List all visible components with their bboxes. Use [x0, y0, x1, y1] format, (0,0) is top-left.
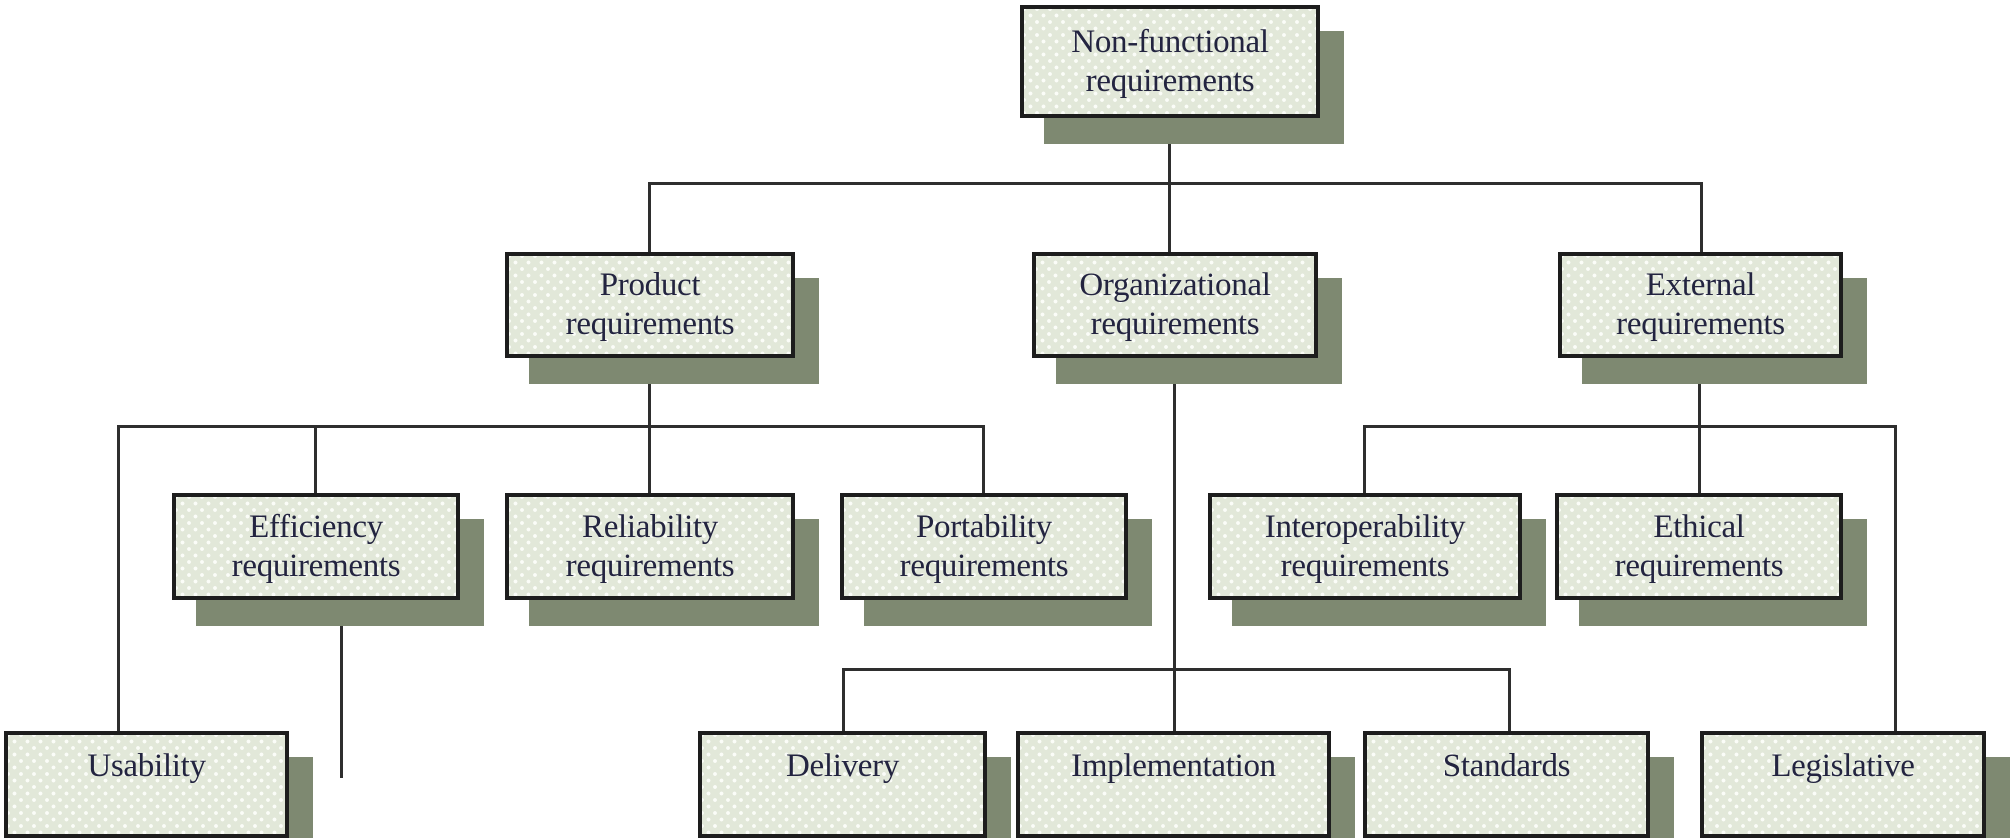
connector-drop-implementation	[1173, 668, 1176, 731]
node-external-requirements: External requirements	[1558, 252, 1843, 358]
node-label: Organizational requirements	[1079, 267, 1271, 342]
node-interoperability-requirements: Interoperability requirements	[1208, 493, 1522, 600]
node-organizational-requirements: Organizational requirements	[1032, 252, 1318, 358]
connector-drop-ethical	[1698, 425, 1701, 493]
connector-drop-organizational	[1168, 182, 1171, 252]
node-product-requirements: Product requirements	[505, 252, 795, 358]
connector-product-bus	[117, 425, 985, 428]
connector-drop-portability	[982, 425, 985, 493]
node-legislative: Legislative	[1700, 731, 1986, 838]
node-ethical-requirements: Ethical requirements	[1555, 493, 1843, 600]
connector-root-stem	[1168, 118, 1171, 182]
connector-drop-legislative	[1894, 425, 1897, 731]
node-reliability-requirements: Reliability requirements	[505, 493, 795, 600]
connector-drop-efficiency	[314, 425, 317, 493]
node-implementation: Implementation	[1016, 731, 1331, 838]
connector-external-bus	[1364, 425, 1897, 428]
connector-drop-interoperability	[1363, 425, 1366, 493]
node-label: Ethical requirements	[1614, 508, 1784, 584]
node-efficiency-requirements: Efficiency requirements	[172, 493, 460, 600]
connector-external-stem	[1698, 358, 1701, 425]
connector-level2-bus	[649, 182, 1703, 185]
connector-drop-standards	[1508, 668, 1511, 731]
node-label: Delivery	[785, 748, 900, 784]
node-portability-requirements: Portability requirements	[840, 493, 1128, 600]
connector-drop-delivery	[842, 668, 845, 731]
connector-drop-product	[648, 182, 651, 252]
node-label: External requirements	[1616, 267, 1785, 342]
node-label: Product requirements	[565, 267, 735, 342]
node-label: Interoperability requirements	[1264, 508, 1466, 584]
connector-organizational-stem	[1173, 358, 1176, 668]
node-label: Implementation	[1071, 748, 1276, 784]
node-label: Usability	[87, 748, 206, 784]
connector-organizational-bus	[843, 668, 1511, 671]
node-label: Non-functional requirements	[1071, 23, 1269, 99]
connector-product-stem	[648, 358, 651, 425]
node-label: Standards	[1442, 748, 1571, 784]
connector-drop-usability	[117, 425, 120, 731]
diagram-canvas: Non-functional requirements Product requ…	[4, 5, 1986, 838]
connector-efficiency-stem	[340, 600, 343, 778]
connector-drop-reliability	[648, 425, 651, 493]
connector-drop-external	[1700, 182, 1703, 252]
node-label: Reliability requirements	[565, 508, 735, 584]
node-usability: Usability	[4, 731, 289, 838]
node-label: Legislative	[1771, 748, 1915, 784]
node-non-functional-requirements: Non-functional requirements	[1020, 5, 1320, 118]
node-label: Efficiency requirements	[231, 508, 401, 584]
node-label: Portability requirements	[899, 508, 1069, 584]
node-delivery: Delivery	[698, 731, 987, 838]
node-standards: Standards	[1363, 731, 1650, 838]
